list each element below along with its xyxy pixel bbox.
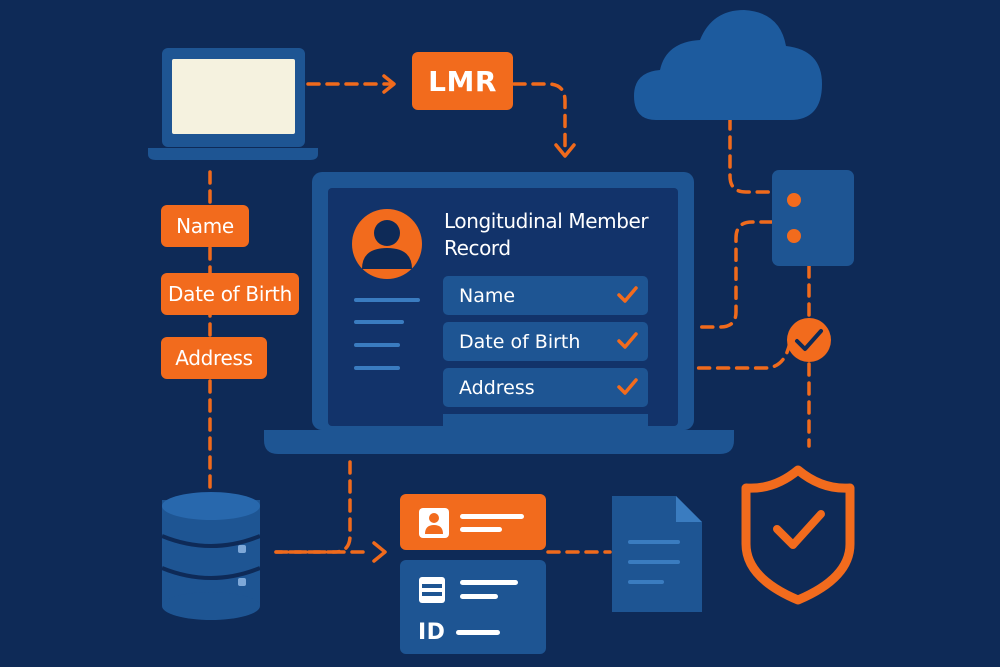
id-label: ID xyxy=(418,620,446,645)
database-icon xyxy=(161,492,261,620)
arrowhead-database-to-idcard xyxy=(372,541,387,563)
connectors xyxy=(208,74,811,563)
user-avatar-icon xyxy=(352,209,422,279)
connector-cloud-to-server xyxy=(728,116,774,194)
arrowhead-lmr-to-record xyxy=(554,143,576,158)
connector-record-to-database xyxy=(274,460,352,554)
cloud-icon xyxy=(634,10,822,120)
field-row-name: Name xyxy=(443,276,648,315)
id-card-icon xyxy=(400,494,546,654)
field-row-date-of-birth: Date of Birth xyxy=(443,322,648,361)
tag-dob-label: Date of Birth xyxy=(168,282,292,306)
field-address-label: Address xyxy=(459,376,535,399)
document-icon xyxy=(612,496,702,612)
connector-check-to-record xyxy=(692,340,792,370)
arrowhead-laptop-to-lmr xyxy=(382,74,396,94)
tag-name-label: Name xyxy=(176,214,234,238)
field-name-label: Name xyxy=(459,284,516,307)
placeholder-lines xyxy=(354,298,420,370)
lmr-label: LMR xyxy=(428,64,497,98)
shield-check-icon xyxy=(741,465,855,605)
server-icon xyxy=(772,170,854,266)
check-icon xyxy=(617,332,638,349)
tag-address-label: Address xyxy=(175,346,253,370)
field-row-address: Address xyxy=(443,368,648,407)
tag-date-of-birth: Date of Birth xyxy=(161,273,299,315)
field-dob-label: Date of Birth xyxy=(459,330,581,353)
tag-name: Name xyxy=(161,205,249,247)
check-icon xyxy=(617,286,638,303)
laptop-icon xyxy=(148,48,318,160)
record-title: Longitudinal Member Record xyxy=(444,209,649,260)
check-circle-icon xyxy=(787,318,831,362)
check-icon xyxy=(617,378,638,395)
connector-server-to-record xyxy=(692,220,774,329)
tag-address: Address xyxy=(161,337,267,379)
lmr-box: LMR xyxy=(412,52,513,110)
connector-lmr-to-record xyxy=(512,82,567,152)
